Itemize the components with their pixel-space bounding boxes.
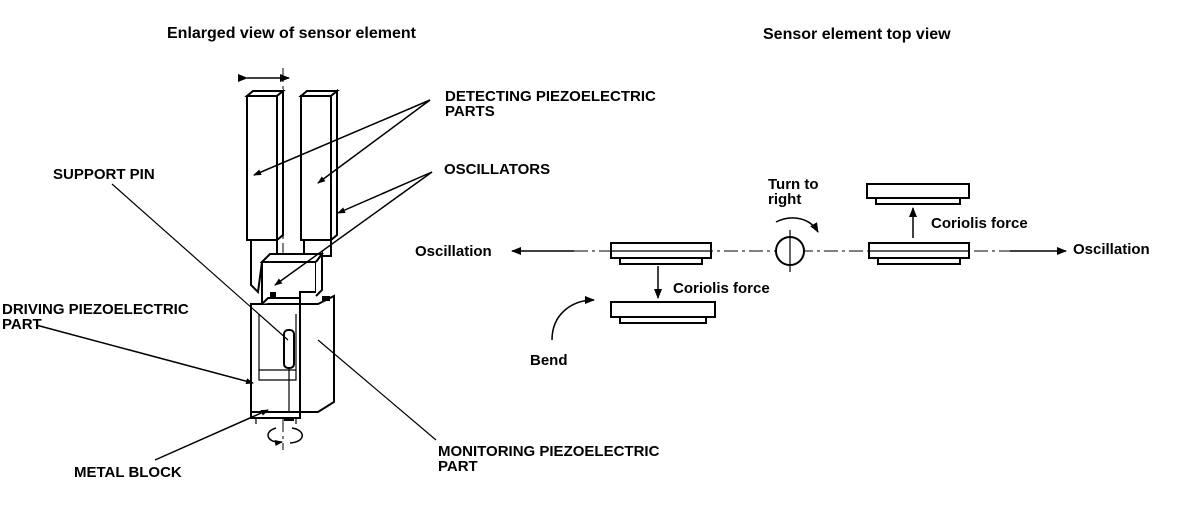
leader-lines-left [35,99,437,461]
left-plate [610,242,712,265]
label-bend: Bend [530,352,568,369]
bend-arrow [551,296,595,341]
top-view-drawing [511,183,1067,341]
left-oscillator [244,88,286,295]
label-oscillators: OSCILLATORS [444,161,550,178]
sensor-element-drawing [238,68,340,450]
rotation-arrow [267,427,303,446]
lower-displaced-plate [610,301,716,324]
label-detecting-line1: DETECTING PIEZOELECTRIC [445,88,656,105]
turn-arrow [775,217,819,233]
label-oscillation-left: Oscillation [415,243,492,260]
label-turn-line1: Turn to [768,176,819,193]
left-title: Enlarged view of sensor element [167,25,417,42]
label-driving-line2: PART [2,316,42,333]
label-monitoring-line2: PART [438,458,478,475]
label-metal-block: METAL BLOCK [74,464,182,481]
label-driving-line1: DRIVING PIEZOELECTRIC [2,301,189,318]
rotation-center [775,230,805,272]
label-turn-line2: right [768,191,801,208]
label-support-pin: SUPPORT PIN [53,166,155,183]
label-coriolis-lower: Coriolis force [673,280,770,297]
label-coriolis-upper: Coriolis force [931,215,1028,232]
right-oscillator [298,88,340,257]
label-monitoring-line1: MONITORING PIEZOELECTRIC [438,443,660,460]
upper-displaced-plate [866,183,970,205]
label-detecting-line2: PARTS [445,103,495,120]
label-oscillation-right: Oscillation [1073,241,1150,258]
right-plate [868,242,970,265]
right-title: Sensor element top view [763,26,951,43]
